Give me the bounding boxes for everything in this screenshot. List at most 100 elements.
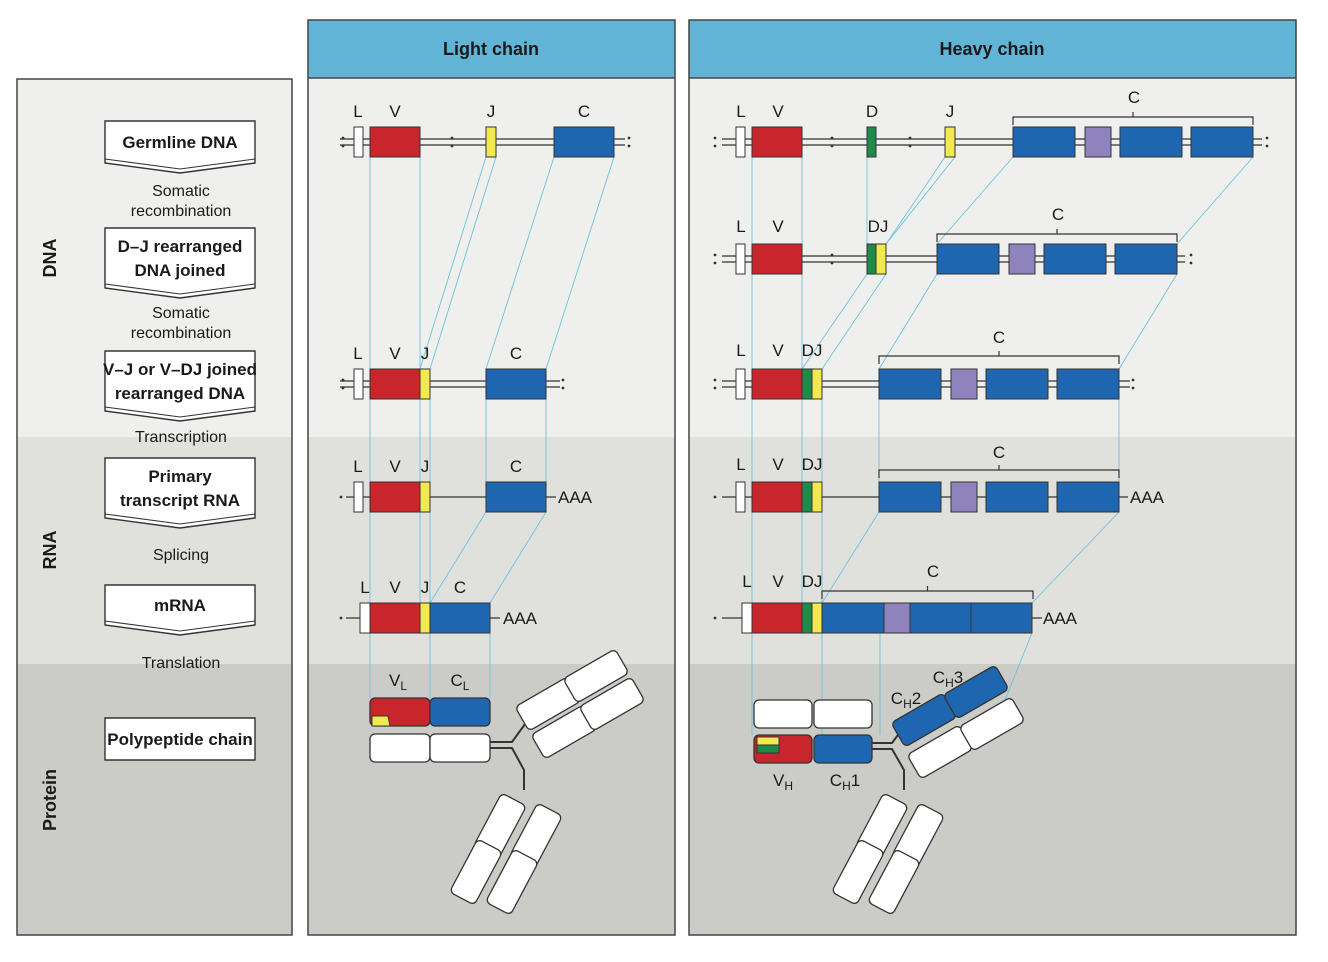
break-dot	[627, 136, 631, 140]
j-segment	[811, 481, 823, 513]
break-dot	[713, 253, 717, 257]
c-hinge-exon	[1084, 126, 1112, 158]
segment-label-l: L	[353, 457, 362, 476]
l-segment	[735, 368, 746, 400]
j-segment	[811, 368, 823, 400]
c-hinge-exon	[950, 368, 978, 400]
c-exon	[1012, 126, 1076, 158]
c-exon	[1119, 126, 1183, 158]
j-segment	[875, 243, 887, 275]
segment-label-l: L	[736, 217, 745, 236]
c-exon	[1043, 243, 1107, 275]
light-chain-domain	[753, 699, 813, 729]
stage-box-frame	[104, 457, 256, 529]
vl-label: VL	[389, 671, 407, 693]
j-segment	[811, 602, 823, 634]
segment-label-l: L	[736, 102, 745, 121]
ch1-domain	[813, 734, 873, 764]
v-segment	[751, 126, 803, 158]
l-segment	[735, 481, 746, 513]
l-segment	[741, 602, 753, 634]
guide-line	[419, 156, 487, 370]
guide-line	[1118, 273, 1178, 370]
guide-line	[429, 156, 497, 370]
hinge	[872, 748, 905, 790]
guide-line	[878, 273, 938, 370]
v-segment	[751, 243, 803, 275]
d-part	[756, 744, 780, 754]
segment-label-dj: DJ	[868, 217, 889, 236]
v-segment	[751, 368, 803, 400]
stage-box-5: mRNA	[104, 584, 256, 636]
fc-domain	[868, 850, 920, 914]
stage-box-frame	[104, 350, 256, 422]
segment-label-j: J	[421, 344, 430, 363]
guide-line	[429, 511, 487, 604]
segment-label-v: V	[389, 457, 401, 476]
c-hinge-exon	[950, 481, 978, 513]
step-label: recombination	[131, 325, 232, 342]
break-dot	[908, 144, 912, 148]
break-dot	[341, 144, 345, 148]
arm-domain	[960, 698, 1024, 750]
break-dot	[713, 144, 717, 148]
c-hinge-exon	[883, 602, 911, 634]
break-dot	[450, 136, 454, 140]
cl-label: CL	[451, 671, 470, 693]
poly-a-tail: AAA	[558, 488, 593, 507]
step-label: Transcription	[135, 429, 227, 446]
break-dot	[561, 386, 565, 390]
break-dot	[1189, 261, 1193, 265]
section-label-dna: DNA	[40, 239, 60, 278]
j-segment	[419, 368, 431, 400]
cl-domain	[429, 697, 491, 727]
c-exon	[878, 481, 942, 513]
c-exon	[878, 368, 942, 400]
stage-box-text: transcript RNA	[120, 491, 240, 510]
stage-box-arrow	[104, 406, 256, 418]
break-dot	[1189, 253, 1193, 257]
stage-box-1: Germline DNA	[104, 120, 256, 174]
segment-label-c: C	[1052, 205, 1064, 224]
stage-box-arrow	[104, 620, 256, 632]
break-dot	[1265, 136, 1269, 140]
c-exon	[985, 368, 1049, 400]
guide-line	[885, 156, 946, 245]
segment-label-j: J	[946, 102, 955, 121]
segment-label-v: V	[772, 102, 784, 121]
arm-domain	[580, 678, 644, 730]
stage-box-arrow	[104, 158, 256, 170]
break-dot	[627, 144, 631, 148]
arm-domain	[564, 650, 628, 702]
segment-label-c: C	[510, 344, 522, 363]
break-dot	[1265, 144, 1269, 148]
c-exon	[821, 602, 885, 634]
c-segment	[553, 126, 615, 158]
stage-box-6: Polypeptide chain	[104, 717, 256, 761]
segment-label-dj: DJ	[802, 341, 823, 360]
segment-label-dj: DJ	[802, 455, 823, 474]
break-dot	[908, 136, 912, 140]
hinge	[490, 747, 525, 790]
ch2-label: CH2	[891, 689, 921, 711]
segment-label-l: L	[360, 578, 369, 597]
step-label: recombination	[131, 203, 232, 220]
guide-line	[485, 156, 555, 370]
guide-line	[1031, 511, 1120, 604]
heavy-chain-domain	[369, 733, 431, 763]
segment-label-c: C	[454, 578, 466, 597]
light-chain-domain	[813, 699, 873, 729]
ch1-label: CH1	[830, 771, 860, 793]
d-segment	[866, 126, 877, 158]
break-dot	[713, 616, 717, 620]
v-segment	[751, 481, 803, 513]
j-segment	[419, 481, 431, 513]
d-segment	[801, 481, 813, 513]
segment-label-d: D	[866, 102, 878, 121]
break-dot	[341, 136, 345, 140]
